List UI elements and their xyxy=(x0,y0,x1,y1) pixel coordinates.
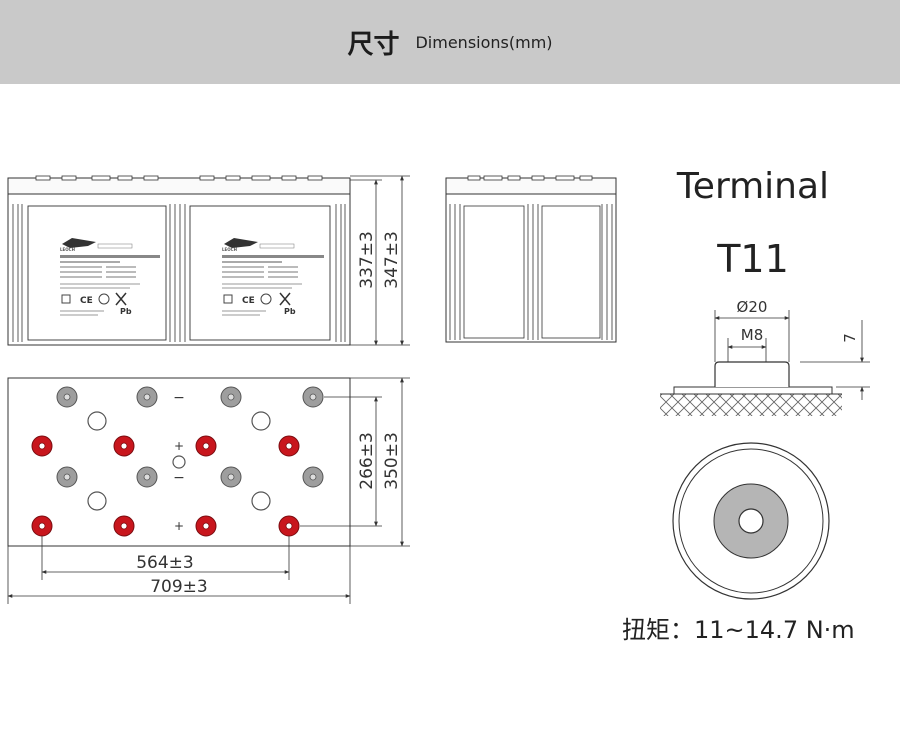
svg-text:CE: CE xyxy=(80,296,93,306)
polarity-plus-mid: + xyxy=(174,439,184,453)
polarity-plus-bottom: + xyxy=(174,519,184,533)
front-view xyxy=(7,175,351,346)
polarity-minus-mid: − xyxy=(173,470,185,486)
svg-text:CE: CE xyxy=(242,296,255,306)
terminal-torque: 扭矩：11~14.7 N·m xyxy=(622,616,855,644)
terminal-title: Terminal xyxy=(676,166,829,207)
terminal-height: 7 xyxy=(841,333,859,343)
dim-height-inner: 337±3 xyxy=(357,231,377,289)
dim-depth-inner: 266±3 xyxy=(357,432,377,490)
product-label-left: LEOCH CE Pb xyxy=(60,238,160,316)
depth-dimensions xyxy=(300,377,410,547)
dim-width-total: 709±3 xyxy=(150,577,208,597)
header-title-en: Dimensions(mm) xyxy=(415,32,553,52)
terminal-diameter: Ø20 xyxy=(737,298,768,316)
width-dimensions xyxy=(7,536,351,604)
brand-label-right: LEOCH xyxy=(222,247,237,252)
product-label-right: LEOCH CE Pb xyxy=(222,238,324,316)
terminal-top-view xyxy=(672,442,830,600)
terminal-side-section: Ø20 M8 7 xyxy=(660,298,870,416)
side-view xyxy=(445,175,617,343)
svg-text:Pb: Pb xyxy=(120,307,132,316)
brand-label-left: LEOCH xyxy=(60,247,75,252)
terminal-model: T11 xyxy=(716,237,789,281)
polarity-minus-top: − xyxy=(173,390,185,406)
header-bar: 尺寸 Dimensions(mm) xyxy=(0,0,900,84)
header-title-zh: 尺寸 xyxy=(347,29,400,60)
dimension-drawing: LEOCH CE Pb LEOCH CE Pb xyxy=(7,166,870,644)
svg-text:Pb: Pb xyxy=(284,307,296,316)
height-dimensions xyxy=(350,175,410,346)
dim-depth-total: 350±3 xyxy=(382,432,402,490)
dim-width-inner: 564±3 xyxy=(136,553,194,573)
top-view xyxy=(7,377,351,547)
dim-height-total: 347±3 xyxy=(382,231,402,289)
terminal-thread: M8 xyxy=(741,326,764,344)
